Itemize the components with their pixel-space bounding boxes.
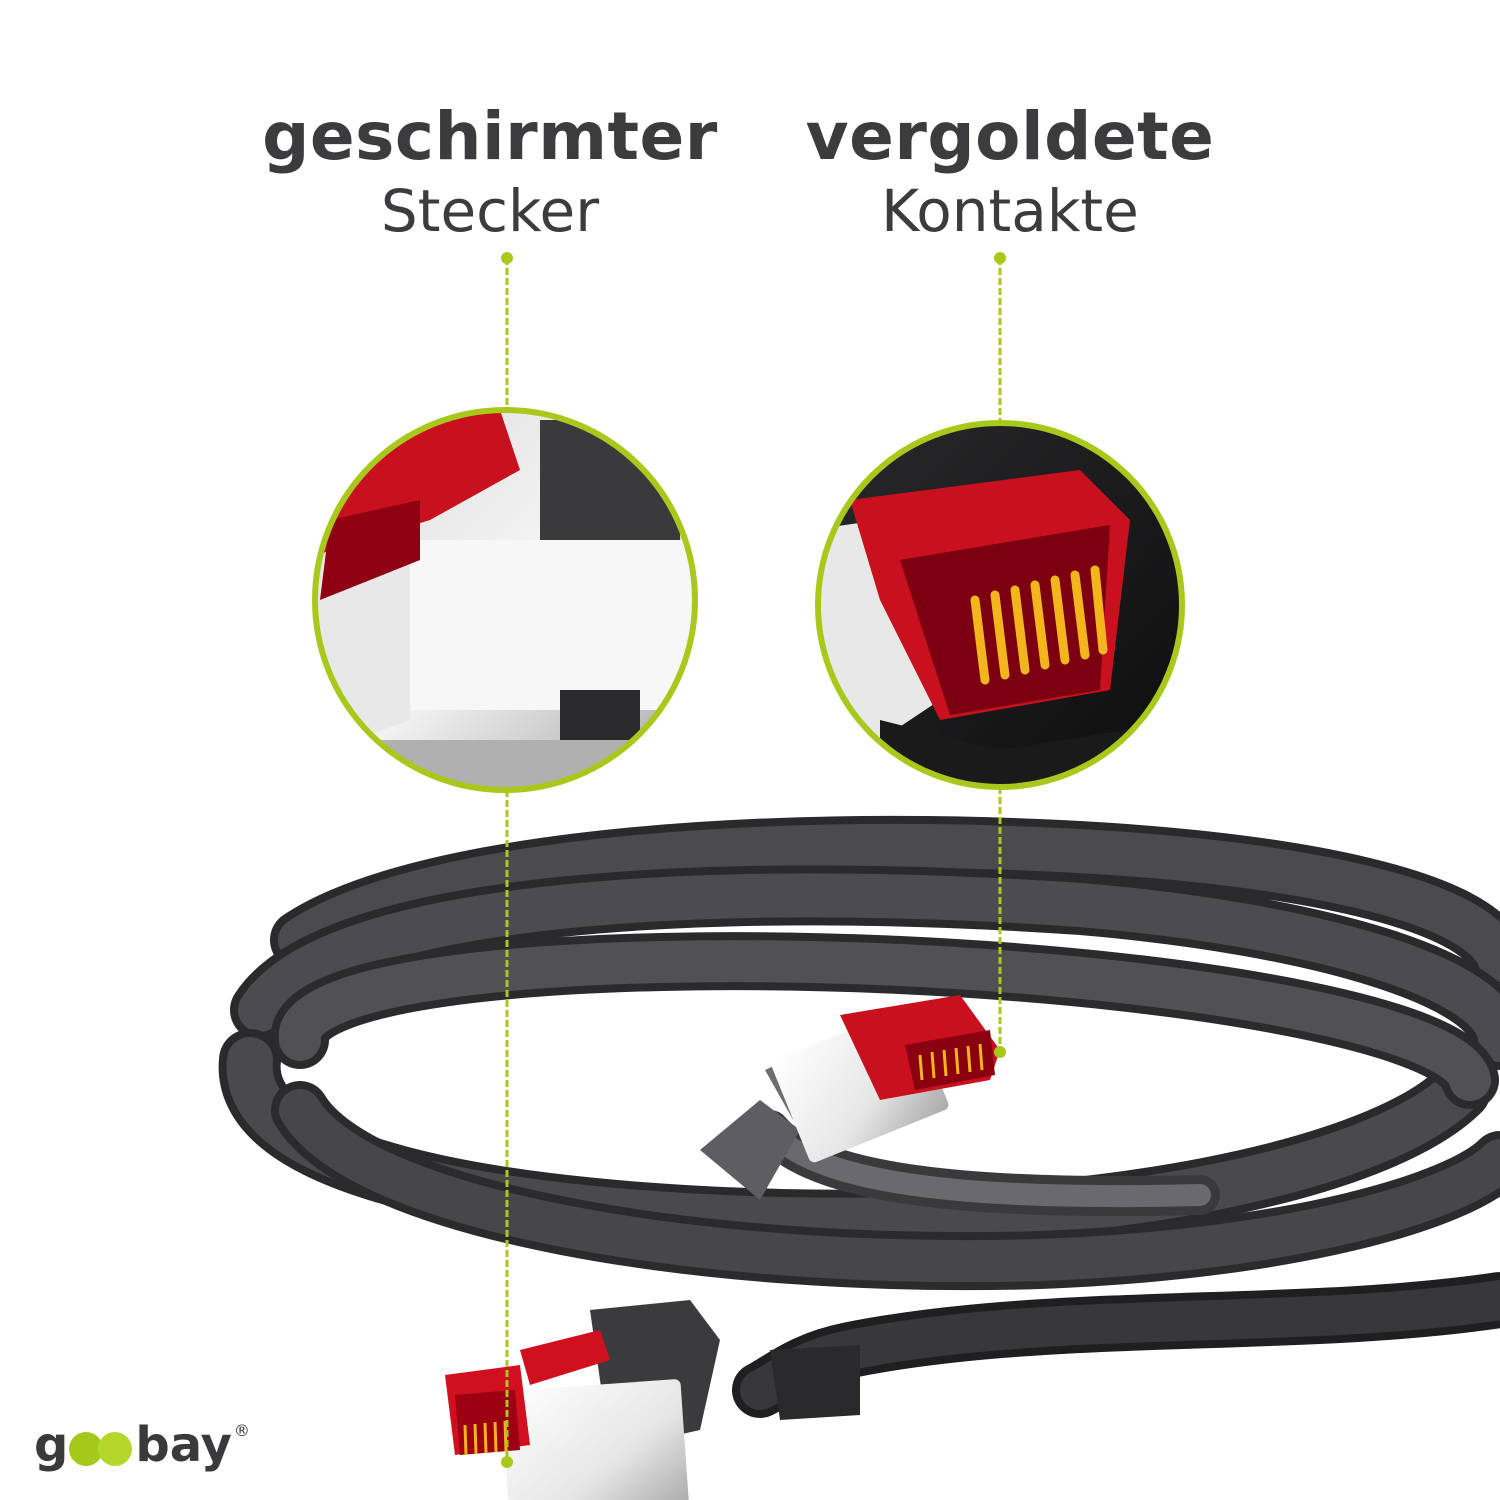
registered-mark: ®	[233, 1421, 250, 1440]
brand-logo: g bay ®	[34, 1415, 250, 1475]
pointer-line-left	[501, 252, 513, 1468]
callout-shielded-plug: geschirmter Stecker	[245, 98, 735, 245]
cable-coil	[218, 815, 1500, 1418]
callout-subtitle: Stecker	[380, 177, 600, 245]
callout-title: geschirmter	[262, 98, 718, 175]
callout-subtitle: Kontakte	[881, 177, 1139, 245]
magnifier-gold-contacts	[815, 420, 1185, 790]
brand-name-start: g	[34, 1417, 69, 1473]
upper-plug	[700, 995, 1000, 1200]
callout-title: vergoldete	[805, 98, 1215, 175]
magnifier-shielded-plug	[312, 407, 698, 793]
callout-gold-contacts: vergoldete Kontakte	[760, 98, 1260, 245]
brand-oo-icon	[69, 1424, 134, 1466]
lower-plug	[445, 1300, 860, 1500]
pointer-line-right	[994, 252, 1006, 1058]
brand-name-end: bay	[135, 1417, 232, 1473]
